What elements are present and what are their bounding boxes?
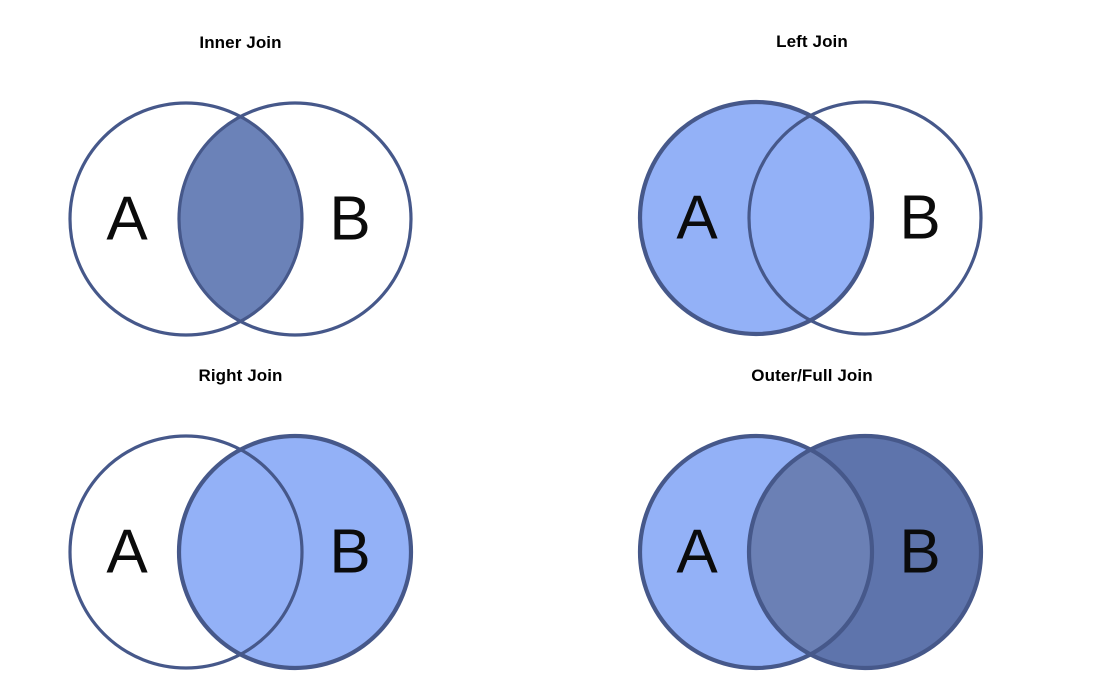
panel-inner-join: Inner Join A B [0,33,481,343]
circle-a-outline [68,434,304,670]
circle-a-outline [68,101,304,337]
circle-b-outline [176,433,414,671]
set-label-a: A [106,517,148,586]
circle-b-outline [746,433,984,671]
circle-a-outline [637,433,875,671]
venn-inner-join: A B [68,101,413,337]
panel-title-right-join: Right Join [198,366,283,385]
set-label-a: A [106,184,148,253]
set-label-a: A [676,183,718,252]
venn-right-join: A B [68,433,414,671]
set-label-b: B [899,517,940,586]
circle-b-outline [747,100,983,336]
panel-left-join: Left Join A B [570,32,1109,342]
panel-outer-full-join: Outer/Full Join A B [570,366,1109,676]
venn-left-join: A B [637,99,983,337]
set-label-b: B [329,184,370,253]
region-intersection [179,436,302,668]
panel-title-inner-join: Inner Join [199,33,282,52]
region-intersection [749,102,872,334]
panel-title-outer-full-join: Outer/Full Join [751,366,873,385]
circle-a-outline [637,99,875,337]
panel-right-join: Right Join A B [0,366,481,676]
set-label-b: B [329,517,370,586]
circle-b-outline [177,101,413,337]
panel-title-left-join: Left Join [776,32,848,51]
set-label-a: A [676,517,718,586]
region-intersection [179,103,302,335]
region-intersection [749,436,872,668]
set-label-b: B [899,183,940,252]
venn-outer-full-join: A B [637,433,984,671]
